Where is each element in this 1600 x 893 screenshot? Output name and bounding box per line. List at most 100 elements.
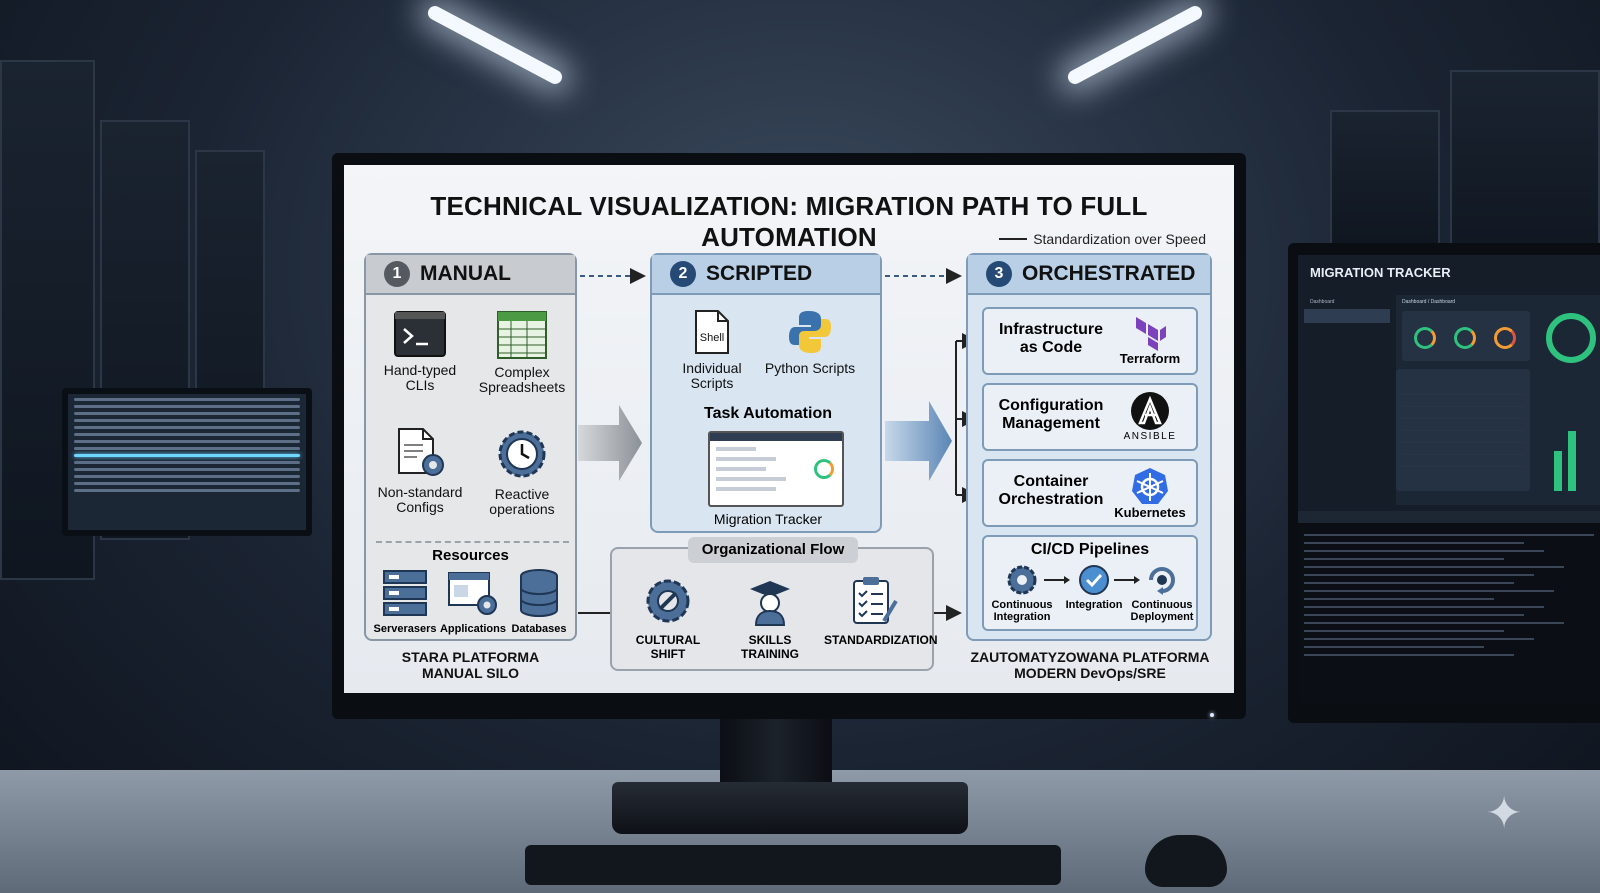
kubernetes-logo: Kubernetes (1108, 467, 1192, 520)
phase-number: 3 (986, 261, 1012, 287)
organizational-flow: Organizational Flow CULTURAL SHIFT SKILL… (610, 537, 938, 671)
progress-ring (1546, 313, 1596, 363)
log-line (1298, 523, 1600, 532)
dashboard-panel: Dashboard / Dashboard (1396, 295, 1600, 505)
deployment-cycle-icon (1149, 567, 1175, 595)
list-item (1402, 423, 1524, 431)
list-card (1396, 369, 1530, 491)
bar-chart (1546, 405, 1596, 491)
resources-title: Resources (432, 547, 509, 564)
phase-orchestrated-header: 3 ORCHESTRATED (968, 255, 1210, 295)
main-monitor: TECHNICAL VISUALIZATION: MIGRATION PATH … (332, 153, 1246, 719)
server-rack-right-2 (1450, 70, 1600, 270)
sidebar-item[interactable]: ​ (1304, 407, 1390, 421)
ansible-icon (1131, 392, 1169, 430)
terminal-log (1298, 511, 1600, 703)
phase-label: ORCHESTRATED (1022, 262, 1196, 285)
section-divider (376, 541, 569, 543)
monitor-stand-base (612, 782, 968, 834)
ceiling-light-left (425, 3, 565, 87)
list-item (1402, 459, 1524, 467)
kubernetes-helm-icon (1132, 468, 1168, 504)
mouse (1145, 835, 1227, 887)
monitor-stand-neck (720, 719, 832, 789)
cicd-arrows (1044, 576, 1140, 584)
gauge (1454, 327, 1476, 349)
resource-servers: Serverasers (370, 569, 440, 635)
resource-databases: Databases (504, 569, 574, 635)
list-item (1402, 399, 1524, 407)
list-item (1402, 435, 1524, 443)
org-step-skills-training: SKILLS TRAINING (722, 575, 818, 661)
orchestrated-caption: ZAUTOMATYZOWANA PLATFORMA MODERN DevOps/… (970, 649, 1210, 681)
item-reactive-operations: Reactive operations (472, 427, 572, 517)
config-file-gear-icon (398, 428, 444, 476)
server-rack-right-1 (1330, 110, 1440, 250)
ansible-logo: ANSIBLE (1114, 391, 1186, 442)
item-hand-typed-clis: Hand-typed CLIs (370, 311, 470, 393)
phase-orchestrated: 3 ORCHESTRATED Infrastructure as Code Te… (966, 253, 1212, 641)
gear-wrench-icon (646, 579, 690, 623)
phase-number: 1 (384, 261, 410, 287)
app-title: MIGRATION TRACKER (1310, 265, 1451, 280)
breadcrumb: Dashboard / Dashboard (1402, 299, 1456, 305)
list-item (1402, 447, 1524, 455)
ceiling-light-right (1065, 3, 1205, 87)
sidebar-item[interactable]: ​ (1304, 337, 1390, 351)
gear-clock-icon (498, 430, 546, 478)
card-configuration-management: Configuration Management ANSIBLE (982, 383, 1198, 451)
sidebar-item[interactable]: ​ (1304, 323, 1390, 337)
sidebar-item[interactable]: ​ (1304, 351, 1390, 365)
legend-dash (999, 238, 1028, 240)
phase-scripted-header: 2 SCRIPTED (652, 255, 880, 295)
org-step-cultural-shift: CULTURAL SHIFT (620, 575, 716, 661)
org-flow-title: Organizational Flow (688, 537, 858, 563)
python-logo-icon (789, 311, 831, 353)
resource-applications: Applications (438, 569, 508, 635)
task-automation-label: Task Automation (703, 405, 832, 422)
terraform-icon (1136, 317, 1166, 351)
phase-manual-header: 1 MANUAL (366, 255, 575, 295)
cicd-title: CI/CD Pipelines (1030, 541, 1150, 558)
sidebar-item-active[interactable]: ​ (1304, 309, 1390, 323)
sidebar-item[interactable]: ​ (1304, 379, 1390, 393)
phase-label: MANUAL (420, 262, 511, 285)
item-non-standard-configs: Non-standard Configs (370, 427, 470, 515)
legend-label: Standardization over Speed (1033, 231, 1206, 247)
graduate-icon (750, 581, 790, 626)
gauge (1414, 327, 1436, 349)
svg-text:Shell: Shell (700, 332, 724, 344)
phase-scripted: 2 SCRIPTED Shell Individual Scripts Pyth… (650, 253, 882, 533)
migration-tracker-app: MIGRATION TRACKER Dashboard ​ ​ ​ ​ ​ ​ … (1298, 255, 1600, 703)
card-cicd-pipelines: CI/CD Pipelines Continuous Integration I… (982, 535, 1198, 631)
phase-manual: 1 MANUAL Hand-typed CLIs (364, 253, 577, 641)
diagram-screen: TECHNICAL VISUALIZATION: MIGRATION PATH … (344, 165, 1234, 693)
clipboard-checklist-icon (853, 577, 898, 624)
list-item (1402, 387, 1524, 395)
database-icon (520, 569, 558, 617)
item-complex-spreadsheets: Complex Spreadsheets (472, 311, 572, 395)
sparkle-icon: ✦ (1485, 789, 1523, 838)
gear-cycle-icon (1007, 565, 1037, 595)
manual-caption: STARA PLATFORMA MANUAL SILO (401, 649, 540, 681)
server-icon (383, 570, 427, 616)
phase-label: SCRIPTED (706, 262, 813, 285)
background-monitor (62, 388, 312, 536)
sidebar-item-dashboard[interactable]: Dashboard (1310, 299, 1335, 305)
phase-number: 2 (670, 261, 696, 287)
cicd-step-integration: Integration (1056, 563, 1132, 611)
diagram-title: TECHNICAL VISUALIZATION: MIGRATION PATH … (430, 191, 1148, 252)
list-item (1402, 411, 1524, 419)
gauge-card (1402, 311, 1530, 361)
shell-script-icon: Shell (695, 310, 729, 354)
org-step-standardization: STANDARDIZATION (824, 575, 938, 647)
gauge (1494, 327, 1516, 349)
sidebar-item[interactable]: ​ (1304, 365, 1390, 379)
sidebar-item[interactable]: ​ (1304, 393, 1390, 407)
app-sidebar: Dashboard ​ ​ ​ ​ ​ ​ ​ ​ (1304, 295, 1390, 421)
application-window-gear-icon (448, 572, 497, 615)
item-individual-scripts: Shell Individual Scripts (662, 309, 762, 391)
keyboard (525, 845, 1061, 885)
migration-tracker-thumbnail (708, 431, 844, 507)
cicd-step-continuous-deployment: Continuous Deployment (1124, 563, 1200, 623)
